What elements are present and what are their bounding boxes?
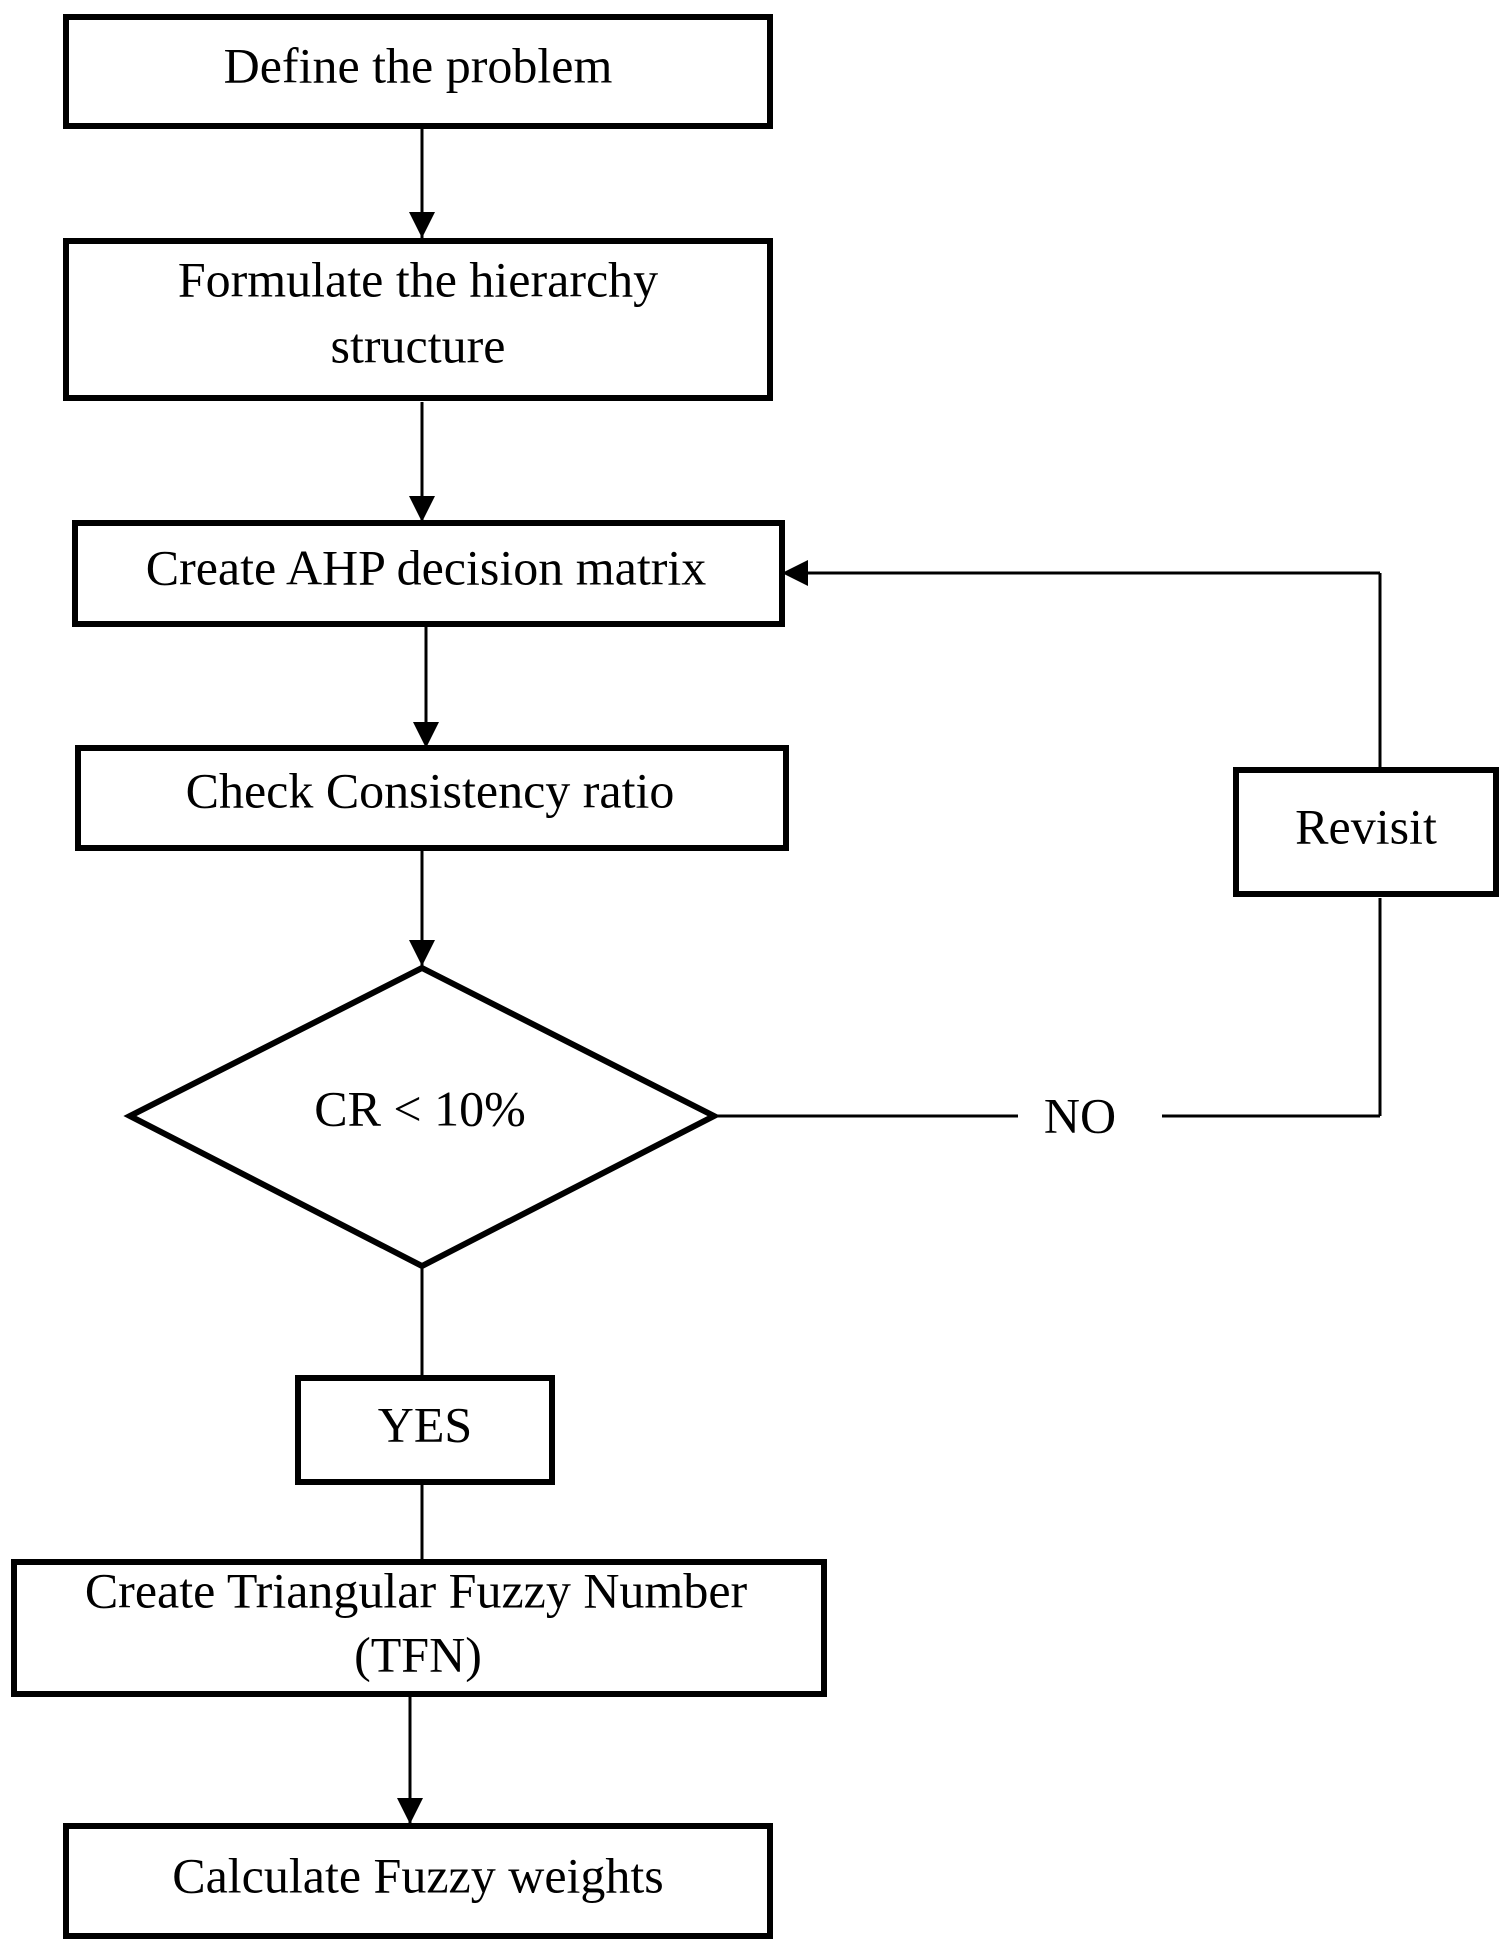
revisit-label: Revisit bbox=[1295, 798, 1437, 854]
step-weights-box bbox=[63, 1823, 773, 1939]
revisit-box bbox=[1233, 767, 1499, 897]
yes-label: YES bbox=[378, 1396, 472, 1452]
step-formulate-label-line2: structure bbox=[331, 317, 506, 373]
step-check-label: Check Consistency ratio bbox=[186, 762, 675, 818]
step-formulate-label-line1: Formulate the hierarchy bbox=[178, 251, 658, 307]
decision-label: CR < 10% bbox=[314, 1080, 526, 1136]
step-matrix-label: Create AHP decision matrix bbox=[146, 539, 707, 595]
step-tfn-label-line2: (TFN) bbox=[354, 1626, 482, 1682]
decision-diamond bbox=[123, 964, 721, 1270]
step-tfn-box bbox=[11, 1559, 827, 1697]
step-define-box bbox=[63, 14, 773, 129]
step-define-label: Define the problem bbox=[224, 37, 613, 93]
step-tfn-label-line1: Create Triangular Fuzzy Number bbox=[85, 1562, 748, 1618]
no-label: NO bbox=[1044, 1087, 1116, 1143]
step-weights-label: Calculate Fuzzy weights bbox=[172, 1847, 664, 1903]
yes-box bbox=[295, 1375, 555, 1485]
step-matrix-box bbox=[72, 520, 785, 627]
step-check-box bbox=[75, 745, 789, 851]
step-formulate-box bbox=[63, 238, 773, 401]
